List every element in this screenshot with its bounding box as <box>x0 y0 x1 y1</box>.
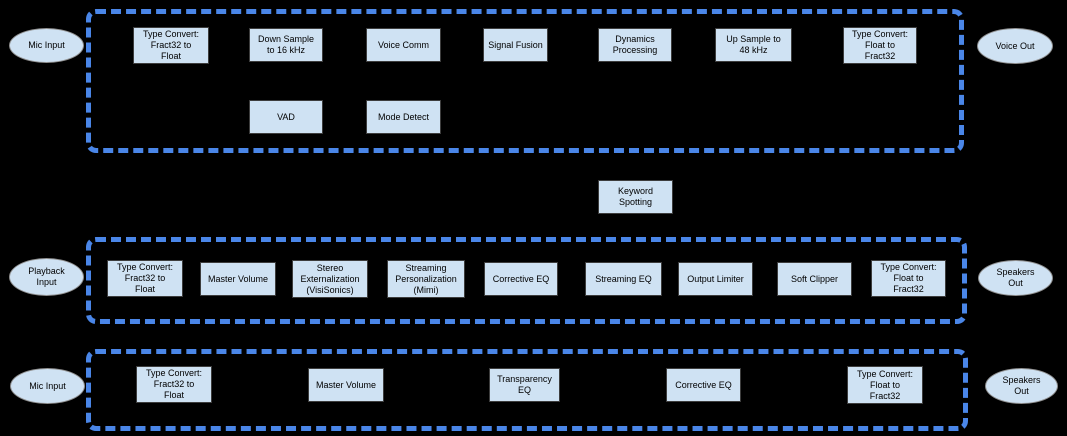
node-dynamics-processing: Dynamics Processing <box>598 28 672 62</box>
node-streaming-personalization: Streaming Personalization (Mimi) <box>387 260 465 298</box>
transparency-pipeline-boundary <box>86 349 968 431</box>
terminal-voice-out: Voice Out <box>977 28 1053 64</box>
terminal-speakers-out-1: Speakers Out <box>978 260 1053 296</box>
node-output-limiter: Output Limiter <box>678 262 753 296</box>
voice-pipeline-boundary <box>86 9 964 153</box>
node-master-volume-1: Master Volume <box>200 262 276 296</box>
node-master-volume-2: Master Volume <box>308 368 384 402</box>
node-corrective-eq-2: Corrective EQ <box>666 368 741 402</box>
terminal-speakers-out-2: Speakers Out <box>985 368 1058 404</box>
node-type-convert-float-to-fract32-2: Type Convert: Float to Fract32 <box>871 260 946 297</box>
terminal-mic-input-1: Mic Input <box>9 28 84 63</box>
terminal-playback-input: Playback Input <box>9 258 84 296</box>
node-down-sample-16khz: Down Sample to 16 kHz <box>249 28 323 62</box>
node-type-convert-fract32-to-float-1: Type Convert: Fract32 to Float <box>133 27 209 64</box>
node-up-sample-48khz: Up Sample to 48 kHz <box>715 28 792 62</box>
node-stereo-externalization: Stereo Externalization (VisiSonics) <box>292 260 368 298</box>
node-streaming-eq: Streaming EQ <box>585 262 662 296</box>
node-signal-fusion: Signal Fusion <box>483 28 548 62</box>
node-corrective-eq-1: Corrective EQ <box>484 262 558 296</box>
node-keyword-spotting: Keyword Spotting <box>598 180 673 214</box>
node-type-convert-float-to-fract32-1: Type Convert: Float to Fract32 <box>843 27 917 64</box>
node-soft-clipper: Soft Clipper <box>777 262 852 296</box>
node-type-convert-fract32-to-float-2: Type Convert: Fract32 to Float <box>107 260 183 297</box>
node-type-convert-fract32-to-float-3: Type Convert: Fract32 to Float <box>136 366 212 403</box>
node-type-convert-float-to-fract32-3: Type Convert: Float to Fract32 <box>847 366 923 404</box>
node-vad: VAD <box>249 100 323 134</box>
node-mode-detect: Mode Detect <box>366 100 441 134</box>
node-transparency-eq: Transparency EQ <box>489 368 560 402</box>
playback-pipeline-boundary <box>86 237 967 324</box>
terminal-mic-input-2: Mic Input <box>10 368 85 404</box>
node-voice-comm: Voice Comm <box>366 28 441 62</box>
